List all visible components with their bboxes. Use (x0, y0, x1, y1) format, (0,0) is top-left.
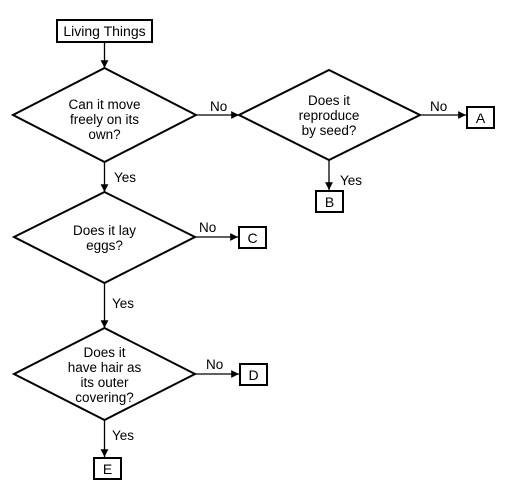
decision-hair-line-1: Does it (83, 345, 125, 360)
edge-eggs-no-label: No (199, 220, 216, 235)
decision-move-line-1: Can it move (68, 97, 140, 112)
edge-hair-no-label: No (206, 357, 223, 372)
decision-eggs-line-2: eggs? (86, 238, 123, 253)
outcome-d: D (239, 363, 268, 386)
decision-hair-line-4: covering? (75, 390, 134, 405)
decision-hair: Does it have hair as its outer covering? (11, 326, 198, 422)
edge-hair-yes-label: Yes (112, 428, 134, 443)
outcome-c: C (238, 226, 267, 249)
outcome-d-label: D (248, 367, 258, 383)
decision-seed: Does it reproduce by seed? (236, 68, 423, 162)
decision-eggs-line-1: Does it lay (73, 223, 136, 238)
outcome-a-label: A (476, 110, 486, 126)
edge-move-no-label: No (210, 99, 227, 114)
decision-move-line-2: freely on its (70, 112, 139, 127)
start-label: Living Things (63, 23, 145, 39)
decision-seed-line-1: Does it (308, 93, 350, 108)
edge-eggs-yes-label: Yes (112, 296, 134, 311)
decision-hair-line-3: its outer (80, 375, 129, 390)
decision-seed-line-2: reproduce (299, 108, 360, 123)
outcome-b-label: B (325, 194, 334, 210)
edge-seed-yes-label: Yes (340, 173, 362, 188)
start-node: Living Things (56, 19, 153, 43)
outcome-c-label: C (247, 230, 257, 246)
outcome-e: E (93, 457, 122, 480)
edge-move-yes-label: Yes (114, 170, 136, 185)
decision-eggs: Does it lay eggs? (11, 190, 198, 285)
decision-move-line-3: own? (88, 127, 120, 142)
outcome-b: B (315, 190, 344, 213)
decision-move: Can it move freely on its own? (10, 66, 199, 164)
edge-seed-no-label: No (430, 99, 447, 114)
decision-seed-line-3: by seed? (302, 123, 357, 138)
outcome-a: A (466, 106, 495, 129)
decision-hair-line-2: have hair as (68, 360, 142, 375)
outcome-e-label: E (103, 461, 112, 477)
